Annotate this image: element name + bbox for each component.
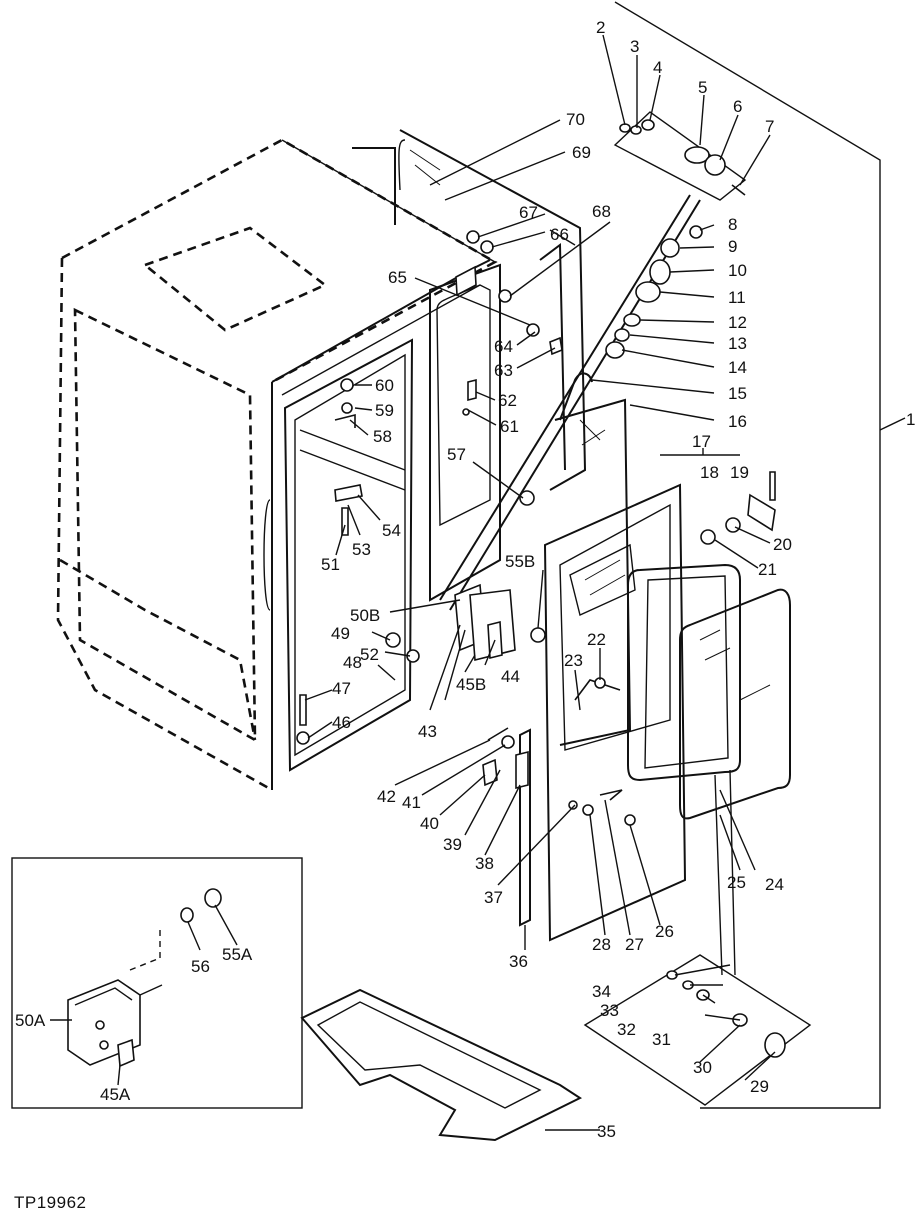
callout-66: 66	[550, 225, 569, 244]
callout-32: 32	[617, 1020, 636, 1039]
callout-64: 64	[494, 337, 513, 356]
floor-mat	[300, 988, 583, 1142]
rear-window-panels	[352, 129, 587, 491]
callout-14: 14	[728, 358, 747, 377]
callout-24: 24	[765, 875, 784, 894]
inset-detail	[11, 857, 303, 1109]
callout-2: 2	[596, 18, 605, 37]
callout-3: 3	[630, 37, 639, 56]
callout-45B: 45B	[456, 675, 486, 694]
callout-50A: 50A	[15, 1011, 46, 1030]
callout-69: 69	[572, 143, 591, 162]
callout-7: 7	[765, 117, 774, 136]
callout-42: 42	[377, 787, 396, 806]
callout-57: 57	[447, 445, 466, 464]
callout-45A: 45A	[100, 1085, 131, 1104]
callout-56: 56	[191, 957, 210, 976]
right-windows	[554, 398, 791, 820]
callout-5: 5	[698, 78, 707, 97]
callout-20: 20	[773, 535, 792, 554]
callout-53: 53	[352, 540, 371, 559]
hinges-latches	[296, 230, 776, 826]
callout-31: 31	[652, 1030, 671, 1049]
callout-47: 47	[332, 679, 351, 698]
callout-8: 8	[728, 215, 737, 234]
callout-12: 12	[728, 313, 747, 332]
hardware-plates	[583, 111, 812, 1106]
callout-49: 49	[331, 624, 350, 643]
callout-41: 41	[402, 793, 421, 812]
callout-58: 58	[373, 427, 392, 446]
callout-16: 16	[728, 412, 747, 431]
callout-labels: 1 2 3 4 5 6 7 8 9 10 11 12 13 14 15 16 1…	[15, 18, 915, 1141]
door-rod	[439, 194, 703, 611]
callout-44: 44	[501, 667, 520, 686]
callout-39: 39	[443, 835, 462, 854]
callout-59: 59	[375, 401, 394, 420]
callout-60: 60	[375, 376, 394, 395]
callout-19: 19	[730, 463, 749, 482]
callout-54: 54	[382, 521, 401, 540]
callout-18: 18	[700, 463, 719, 482]
callout-68: 68	[592, 202, 611, 221]
callout-37: 37	[484, 888, 503, 907]
callout-13: 13	[728, 334, 747, 353]
callout-33: 33	[600, 1001, 619, 1020]
callout-51: 51	[321, 555, 340, 574]
callout-27: 27	[625, 935, 644, 954]
callout-61: 61	[500, 417, 519, 436]
callout-17: 17	[692, 432, 711, 451]
callout-22: 22	[587, 630, 606, 649]
callout-46: 46	[332, 713, 351, 732]
callout-1: 1	[906, 410, 915, 429]
callout-10: 10	[728, 261, 747, 280]
callout-21: 21	[758, 560, 777, 579]
callout-52: 52	[360, 645, 379, 664]
callout-50B: 50B	[350, 606, 380, 625]
callout-11: 11	[728, 288, 746, 307]
callout-4: 4	[653, 58, 662, 77]
callout-55A: 55A	[222, 945, 253, 964]
door-assembly	[519, 483, 687, 942]
callout-25: 25	[727, 873, 746, 892]
leader-lines	[50, 1, 906, 1131]
callout-70: 70	[566, 110, 585, 129]
figure-id: TP19962	[14, 1193, 87, 1212]
callout-30: 30	[693, 1058, 712, 1077]
cab-body	[56, 138, 501, 792]
callout-36: 36	[509, 952, 528, 971]
callout-9: 9	[728, 237, 737, 256]
callout-15: 15	[728, 384, 747, 403]
callout-6: 6	[733, 97, 742, 116]
callout-35: 35	[597, 1122, 616, 1141]
callout-55B: 55B	[505, 552, 535, 571]
callout-43: 43	[418, 722, 437, 741]
callout-28: 28	[592, 935, 611, 954]
callout-38: 38	[475, 854, 494, 873]
callout-26: 26	[655, 922, 674, 941]
callout-67: 67	[519, 203, 538, 222]
callout-34: 34	[592, 982, 611, 1001]
callout-40: 40	[420, 814, 439, 833]
callout-48: 48	[343, 653, 362, 672]
callout-29: 29	[750, 1077, 769, 1096]
callout-63: 63	[494, 361, 513, 380]
callout-62: 62	[498, 391, 517, 410]
callout-65: 65	[388, 268, 407, 287]
callout-23: 23	[564, 651, 583, 670]
